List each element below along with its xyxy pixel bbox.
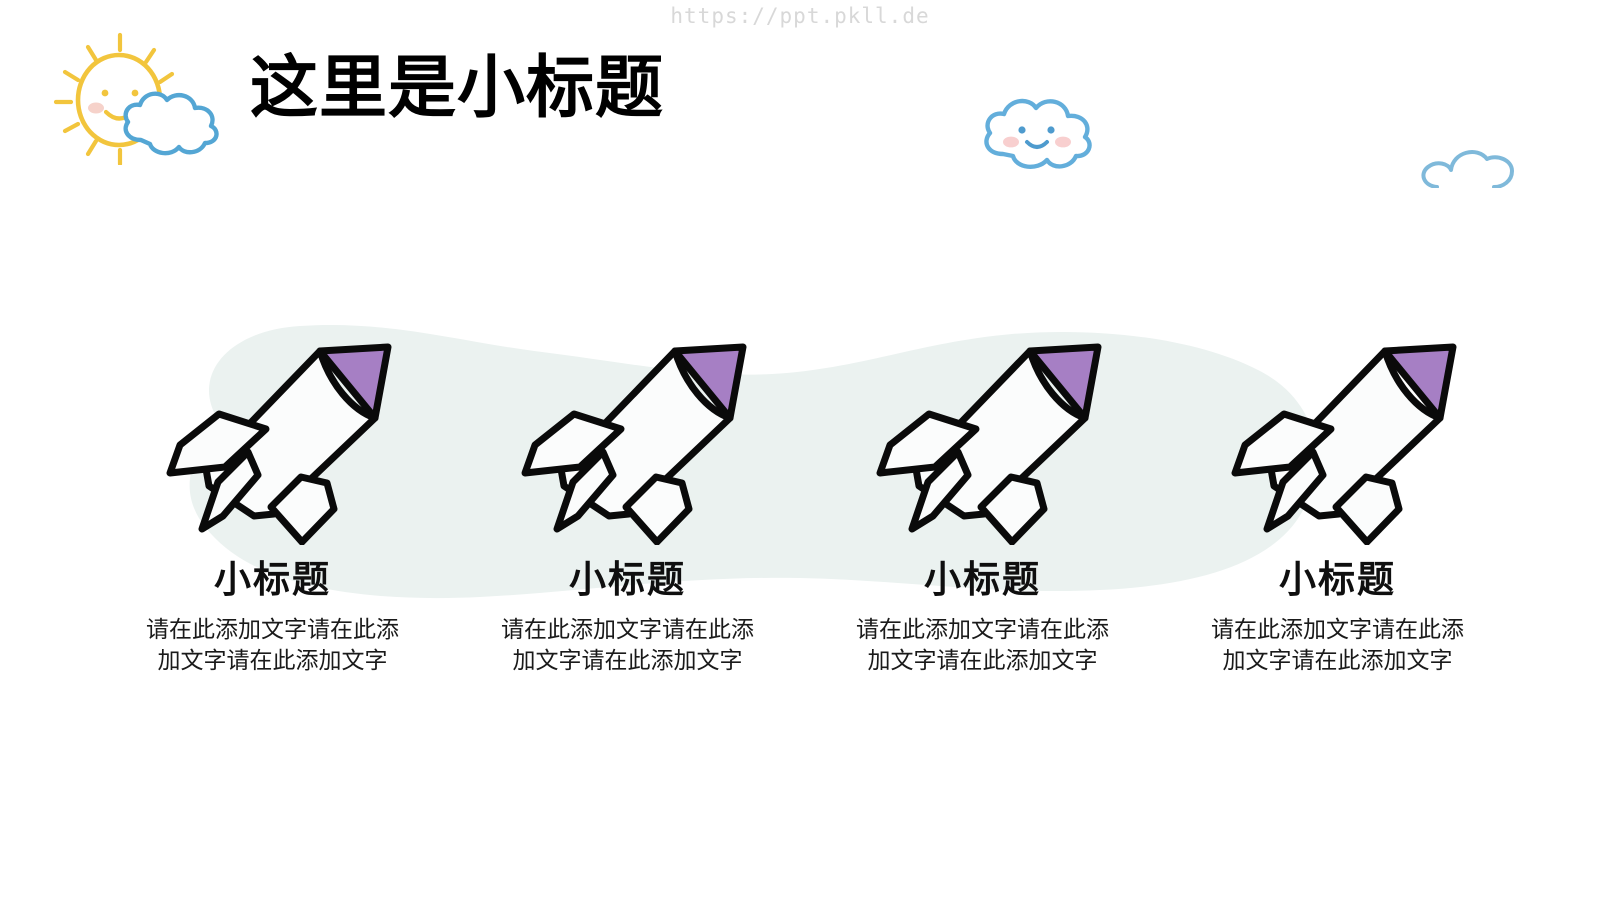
sun-icon [53, 32, 184, 167]
rocket-icon [162, 330, 402, 545]
feature-column-4: 小标题 请在此添加文字请在此添加文字请在此添加文字 [1160, 330, 1515, 677]
feature-column-1: 小标题 请在此添加文字请在此添加文字请在此添加文字 [95, 330, 450, 677]
rocket-icon [517, 330, 757, 545]
cloud-face-decoration [975, 92, 1100, 179]
sun-face [88, 89, 151, 121]
watermark-text: https://ppt.pkll.de [670, 4, 930, 28]
item-body-text: 请在此添加文字请在此添加文字请在此添加文字 [856, 616, 1109, 674]
cloud-icon [1421, 150, 1514, 189]
item-heading: 小标题 [924, 559, 1041, 600]
cloud-face [1003, 126, 1071, 149]
item-heading: 小标题 [214, 559, 331, 600]
item-body-text: 请在此添加文字请在此添加文字请在此添加文字 [146, 616, 399, 674]
page-title: 这里是小标题 [250, 50, 665, 126]
item-body-text: 请在此添加文字请在此添加文字请在此添加文字 [501, 616, 754, 674]
feature-column-2: 小标题 请在此添加文字请在此添加文字请在此添加文字 [450, 330, 805, 677]
sun-cloud-decoration [48, 30, 233, 170]
rocket-icon [872, 330, 1112, 545]
feature-columns: 小标题 请在此添加文字请在此添加文字请在此添加文字 小标题 请在此添加文字请在此… [95, 330, 1515, 730]
item-heading: 小标题 [569, 559, 686, 600]
feature-column-3: 小标题 请在此添加文字请在此添加文字请在此添加文字 [805, 330, 1160, 677]
item-body-text: 请在此添加文字请在此添加文字请在此添加文字 [1211, 616, 1464, 674]
cloud-icon [984, 98, 1092, 169]
cloud-plain-decoration [1415, 140, 1525, 193]
cloud-icon-behind-sun [123, 91, 219, 156]
item-heading: 小标题 [1279, 559, 1396, 600]
rocket-icon [1227, 330, 1467, 545]
